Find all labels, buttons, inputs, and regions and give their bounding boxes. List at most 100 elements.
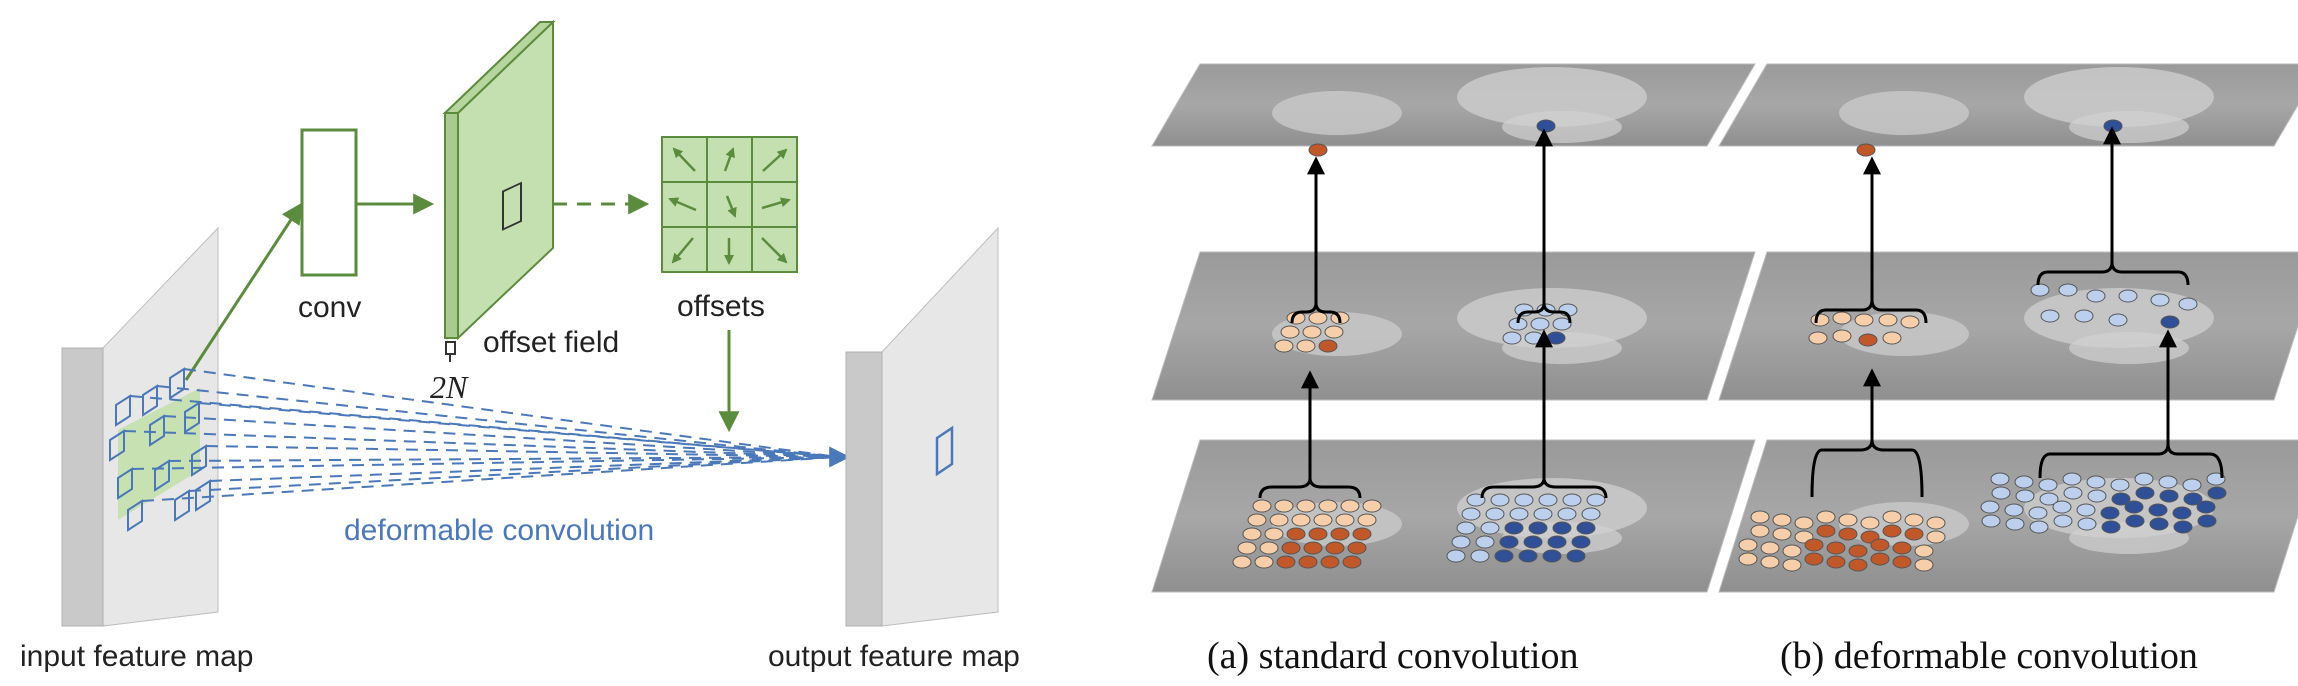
sample-point-orange xyxy=(1286,527,1306,541)
conv-label: conv xyxy=(298,291,361,324)
sample-point-blue xyxy=(2148,503,2168,517)
channel-marker xyxy=(445,341,456,355)
sample-point-blue xyxy=(2158,475,2178,489)
sample-point-orange xyxy=(1882,331,1902,345)
sample-point-orange xyxy=(1357,513,1377,527)
sample-point-orange xyxy=(1298,555,1318,569)
sample-point-blue xyxy=(1485,507,1505,521)
sample-point-orange xyxy=(1810,313,1830,327)
sample-point-orange xyxy=(1860,516,1880,530)
input-map-label: input feature map xyxy=(20,640,253,673)
sample-point-blue xyxy=(2004,503,2024,517)
sample-point-orange xyxy=(1848,558,1868,572)
sample-point-orange xyxy=(1352,527,1372,541)
sample-point-orange xyxy=(1750,510,1770,524)
sample-point-orange xyxy=(1738,552,1758,566)
sample-point-blue xyxy=(1528,521,1548,535)
sample-point-blue xyxy=(2178,297,2198,311)
sample-point-blue xyxy=(2108,313,2128,327)
sample-point-blue xyxy=(1552,317,1572,331)
deformable-conv-lines xyxy=(123,368,839,502)
right-diagram: (a) standard convolution (b) deformable … xyxy=(1151,63,2298,677)
sample-point-blue xyxy=(1981,514,2001,528)
output-feature-map: output feature map xyxy=(768,226,1020,673)
sample-point-blue xyxy=(2063,486,2083,500)
layer-b-2 xyxy=(1718,251,2298,401)
sample-point-blue xyxy=(1576,521,1596,535)
sample-point-orange xyxy=(1342,555,1362,569)
sample-point-blue xyxy=(2134,472,2154,486)
sample-point-orange xyxy=(1254,555,1274,569)
offset-arrow-down xyxy=(725,195,737,218)
sample-point-orange xyxy=(1269,513,1289,527)
conv-box xyxy=(300,128,358,277)
sample-point-orange xyxy=(1772,527,1792,541)
sample-point-blue xyxy=(1524,331,1544,345)
offset-arrow-up-right xyxy=(762,148,788,172)
offsets-grid xyxy=(661,136,798,273)
sample-point-orange xyxy=(1848,544,1868,558)
sample-point-blue xyxy=(1502,331,1522,345)
sample-point-orange xyxy=(1318,499,1338,513)
sample-point-blue xyxy=(1562,493,1582,507)
sample-point-blue xyxy=(2062,472,2082,486)
sample-point-blue xyxy=(2135,486,2155,500)
sample-point-blue xyxy=(2125,514,2145,528)
sample-point-blue xyxy=(1499,535,1519,549)
sample-point-orange xyxy=(1325,541,1345,555)
sample-point-orange xyxy=(1313,513,1333,527)
offset-arrow-left xyxy=(668,197,697,212)
sample-point-orange xyxy=(1808,331,1828,345)
sample-point-orange xyxy=(1892,555,1912,569)
sample-point-blue xyxy=(1991,486,2011,500)
sample-point-orange xyxy=(1302,325,1322,339)
sample-point-orange xyxy=(1838,527,1858,541)
sample-point-blue xyxy=(1542,549,1562,563)
sample-point-blue xyxy=(2040,309,2060,323)
sample-point-orange xyxy=(1904,513,1924,527)
offset-arrow-right xyxy=(761,197,791,210)
sample-point-orange xyxy=(1804,538,1824,552)
sample-point-orange xyxy=(1772,513,1792,527)
sample-point-blue xyxy=(2028,506,2048,520)
standard-conv-layers xyxy=(1151,63,1756,593)
sample-point-blue xyxy=(1466,493,1486,507)
sample-point-orange xyxy=(1274,339,1294,353)
sample-point-blue xyxy=(2100,506,2120,520)
sample-point-orange xyxy=(1281,541,1301,555)
sample-point-blue xyxy=(1475,535,1495,549)
sample-point-blue xyxy=(2196,500,2216,514)
sample-point-blue xyxy=(1514,493,1534,507)
sample-point-blue xyxy=(2172,506,2192,520)
sample-point-blue xyxy=(2030,283,2050,297)
sample-point-orange xyxy=(1854,313,1874,327)
sample-point-orange xyxy=(1296,499,1316,513)
sample-point-orange xyxy=(1232,555,1252,569)
sample-point-orange xyxy=(1882,510,1902,524)
sample-point-orange xyxy=(1826,555,1846,569)
sample-point-blue xyxy=(2076,503,2096,517)
sample-point-orange xyxy=(1782,544,1802,558)
sample-point-orange xyxy=(1914,544,1934,558)
sample-point-blue xyxy=(1980,500,2000,514)
sample-point-orange xyxy=(1816,510,1836,524)
offset-arrow-up xyxy=(723,147,735,172)
offset-field xyxy=(442,19,556,362)
sample-point-orange xyxy=(1794,516,1814,530)
sample-point-blue xyxy=(2110,478,2130,492)
sample-point-orange xyxy=(1308,311,1328,325)
sample-point-blue xyxy=(1546,331,1566,345)
sample-point-blue xyxy=(2183,492,2203,506)
sample-point-orange xyxy=(1264,527,1284,541)
sample-point-orange xyxy=(1926,530,1946,544)
sample-point-blue xyxy=(2058,283,2078,297)
sample-point-blue xyxy=(2207,486,2227,500)
sample-point-blue xyxy=(1518,549,1538,563)
sample-point-orange xyxy=(1900,315,1920,329)
caption-b: (b) deformable convolution xyxy=(1780,635,2198,677)
sample-point-blue xyxy=(1451,535,1471,549)
sample-point-orange xyxy=(1347,541,1367,555)
layer-b-1 xyxy=(1718,63,2298,147)
sample-point-blue xyxy=(1456,521,1476,535)
